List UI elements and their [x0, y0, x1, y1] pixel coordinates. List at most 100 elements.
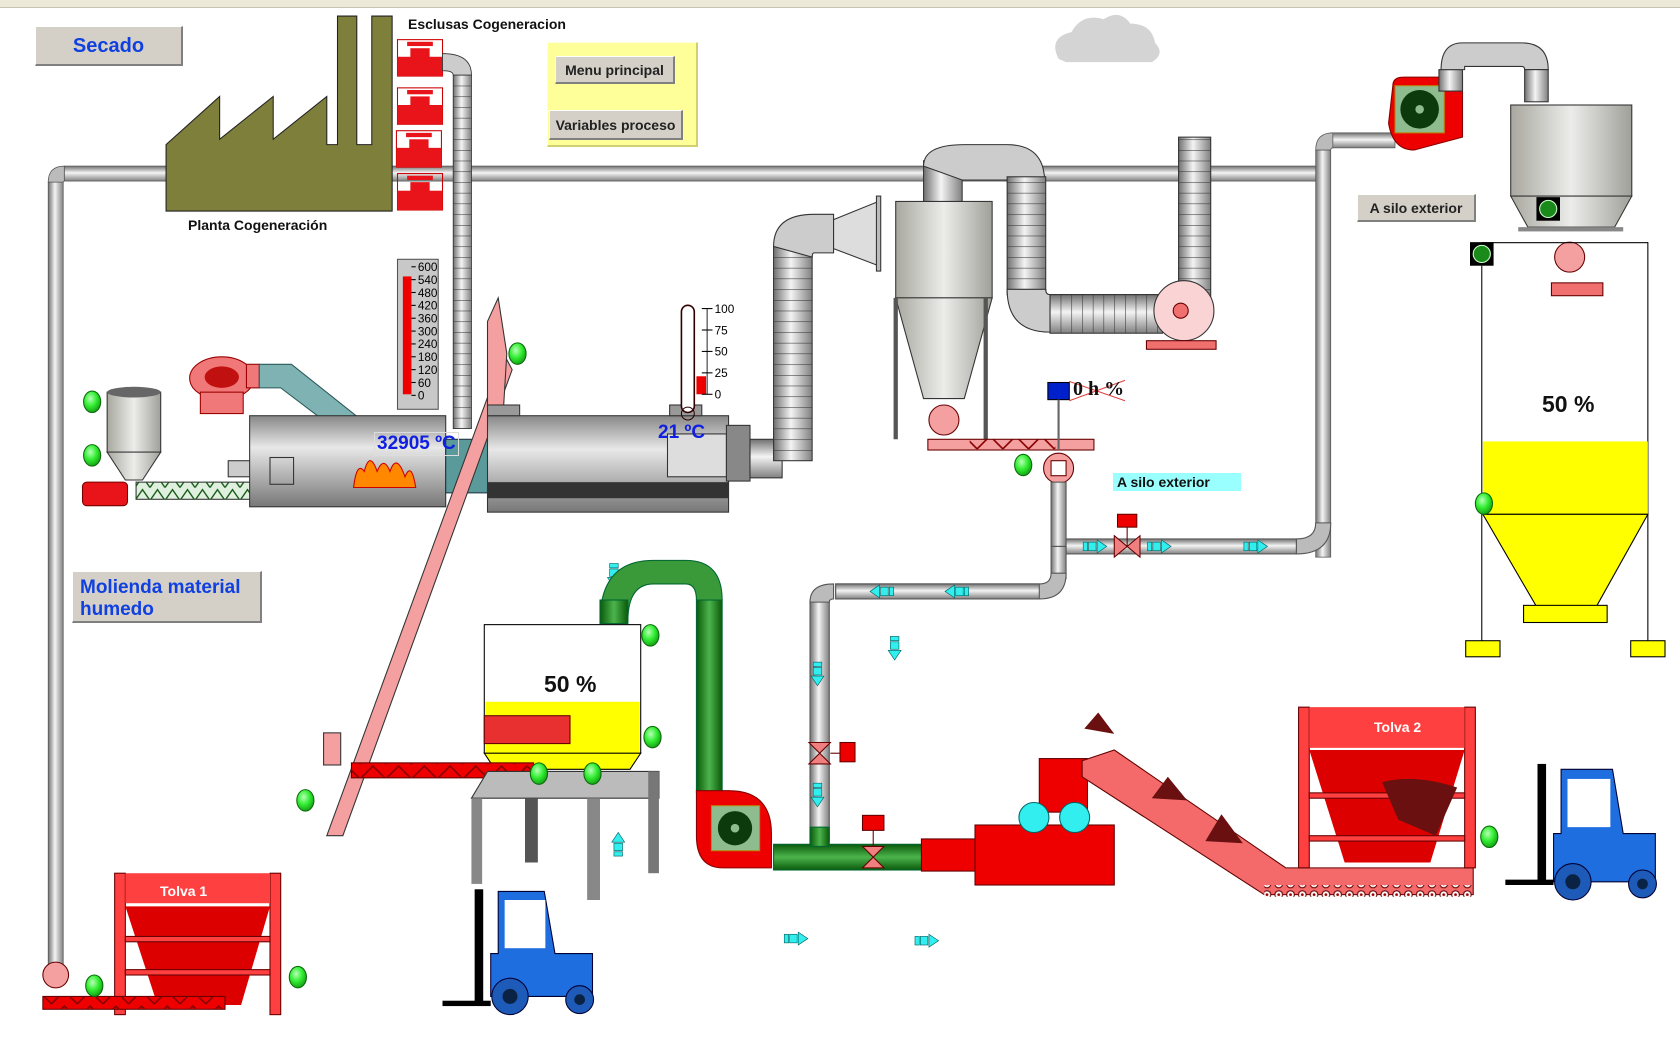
- flow-arrow-icon: [611, 831, 626, 857]
- cogeneration-airlock-valves: [395, 39, 444, 211]
- bar-gauge-tick-label: 420: [418, 300, 438, 313]
- thermometer-scale: 100 75 50 25 0: [701, 303, 735, 402]
- tolva-2-label: Tolva 2: [1374, 719, 1422, 735]
- flow-arrow-icon: [869, 584, 894, 599]
- material-pile-icon: [1205, 814, 1243, 844]
- dryer-thermometer: 100 75 50 25 0: [680, 303, 735, 421]
- valve-icon: [395, 130, 442, 168]
- bar-gauge-tick-label: 540: [418, 274, 438, 287]
- cyclone-separator: [875, 195, 1095, 451]
- thermometer-tick-label: 50: [715, 346, 729, 359]
- dryer-exhaust-duct: [749, 200, 880, 479]
- outdoor-silo: [1465, 104, 1666, 658]
- rotary-valve: [1043, 452, 1075, 484]
- humidity-sensor: [1047, 379, 1126, 450]
- molienda-nav-button[interactable]: Molienda material humedo: [72, 571, 262, 623]
- flame-icon: [352, 460, 417, 489]
- pallet-icon: [483, 715, 571, 745]
- bar-gauge-tick-label: 300: [418, 325, 438, 338]
- status-led-icon[interactable]: [508, 342, 527, 365]
- forklift-icon: [1505, 763, 1657, 901]
- status-led-icon[interactable]: [288, 965, 307, 989]
- pipe-valve-return: [807, 741, 856, 765]
- planta-label: Planta Cogeneración: [188, 217, 328, 233]
- dryer-temperature-readout: 21 ºC: [658, 422, 706, 443]
- green-line-fan: [695, 790, 772, 869]
- thermometer-fill: [696, 376, 707, 395]
- variables-proceso-button[interactable]: Variables proceso: [549, 110, 683, 140]
- a-silo-exterior-button[interactable]: A silo exterior: [1357, 194, 1476, 222]
- bar-gauge-tick-label: 0: [418, 390, 425, 403]
- green-transport-pipe: [599, 559, 925, 871]
- outdoor-line-fan: [1388, 42, 1549, 151]
- bar-gauge-fill: [402, 276, 412, 395]
- flow-arrow-icon: [1147, 539, 1172, 554]
- status-led-icon[interactable]: [1480, 825, 1499, 849]
- status-indicators: [83, 342, 1499, 997]
- hopper-tolva-1: [42, 872, 282, 1016]
- flex-duct-cogeneration: [442, 53, 472, 429]
- forklift-icon: [442, 889, 595, 1016]
- thermometer-tick-label: 25: [715, 367, 729, 380]
- outdoor-silo-level-label: 50 %: [1542, 391, 1595, 417]
- window-top-bar: [0, 0, 1680, 8]
- valve-icon: [396, 39, 444, 77]
- flow-arrow-icon: [1243, 539, 1269, 554]
- exhaust-flex-duct: [923, 136, 1217, 350]
- bar-gauge-tick-label: 600: [418, 261, 438, 274]
- rotary-valve-icon: [928, 404, 960, 436]
- flow-arrow-icon: [944, 584, 969, 599]
- bar-gauge-tick-label: 480: [418, 287, 438, 300]
- status-led-icon[interactable]: [296, 789, 315, 812]
- valve-icon: [396, 173, 444, 211]
- rotary-dryer: [486, 404, 751, 513]
- status-led-icon[interactable]: [583, 762, 602, 785]
- flow-arrow-icon: [783, 931, 809, 946]
- status-led-icon[interactable]: [1014, 453, 1033, 477]
- material-pile-icon: [1382, 778, 1458, 836]
- status-led-icon[interactable]: [85, 974, 104, 997]
- burner-temperature-readout: 32905 ºC: [374, 432, 459, 456]
- esclusas-label: Esclusas Cogeneracion: [408, 16, 566, 32]
- outdoor-silo-level-fill: [1482, 441, 1648, 515]
- flow-arrow-icon: [1082, 539, 1108, 554]
- smoke-cloud: [1055, 14, 1160, 63]
- burner-chamber: [227, 415, 490, 508]
- flow-arrow-icon: [810, 782, 825, 808]
- buffer-silo: [350, 624, 660, 900]
- tolva-1-label: Tolva 1: [160, 883, 208, 899]
- inclined-screw-conveyor: [323, 295, 513, 837]
- belt-conveyor: [1081, 712, 1474, 897]
- bar-gauge-tick-label: 60: [418, 377, 432, 390]
- cogeneration-plant: [165, 15, 393, 212]
- status-led-icon[interactable]: [1474, 492, 1494, 515]
- status-led-icon[interactable]: [643, 725, 662, 749]
- hammer-mill: [920, 758, 1115, 886]
- bar-gauge-tick-label: 120: [418, 364, 438, 377]
- bar-gauge-tick-label: 180: [418, 351, 438, 364]
- material-pile-icon: [1151, 776, 1188, 801]
- material-pile-icon: [1084, 712, 1115, 734]
- status-led-icon[interactable]: [641, 624, 660, 647]
- bar-gauge-tick-label: 240: [418, 338, 438, 351]
- secado-nav-button[interactable]: Secado: [35, 26, 183, 66]
- status-led-icon[interactable]: [83, 390, 102, 414]
- flow-arrow-icon: [914, 933, 940, 948]
- status-led-icon[interactable]: [529, 762, 549, 785]
- flow-arrow-icon: [810, 661, 825, 687]
- feed-hopper: [81, 386, 255, 507]
- hopper-tolva-2: [1298, 706, 1476, 869]
- humidity-readout: 0 h %: [1073, 378, 1125, 400]
- thermometer-tick-label: 0: [715, 389, 722, 402]
- valve-icon: [396, 87, 444, 125]
- bar-gauge-tick-label: 360: [418, 313, 438, 326]
- thermometer-tick-label: 100: [715, 303, 735, 316]
- menu-principal-button[interactable]: Menu principal: [555, 56, 675, 84]
- a-silo-exterior-tag: A silo exterior: [1113, 473, 1241, 491]
- status-led-icon[interactable]: [83, 444, 102, 467]
- pipe-valve-outdoor: [1113, 513, 1141, 559]
- thermometer-tick-label: 75: [715, 324, 729, 337]
